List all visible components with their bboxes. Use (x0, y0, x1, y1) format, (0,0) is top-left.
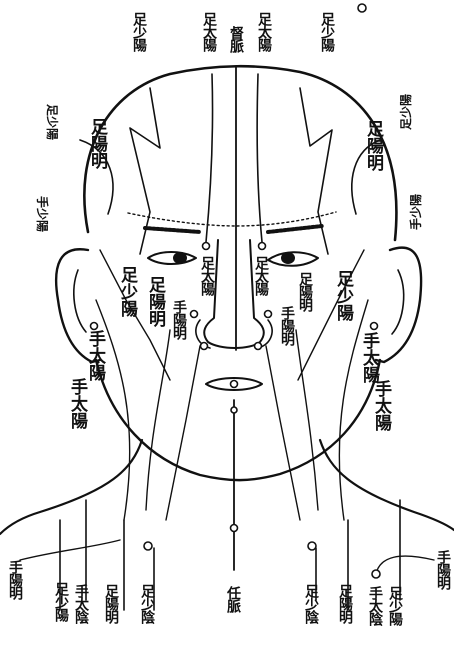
label-bottom-left-shaoyang: 足少陽 (54, 582, 68, 621)
left-eye (148, 252, 196, 264)
label-bottom-right-shaoyang: 足少陽 (388, 586, 402, 625)
label-nose-right-taiyang: 足太陽 (254, 256, 268, 295)
label-bottom-left-yangming: 足陽明 (104, 584, 118, 623)
label-right-temple-yangming: 足陽明 (364, 120, 381, 171)
label-top-right-taiyang: 足太陽 (257, 12, 271, 51)
label-bottom-left-shaoyin: 足少陰 (140, 584, 154, 623)
left-neck (0, 440, 142, 534)
label-bottom-right-yangming: 足陽明 (338, 584, 352, 623)
right-ear (376, 248, 421, 362)
label-cheek-left-shaoyang: 足少陽 (118, 266, 135, 317)
label-nose-left-taiyang: 足太陽 (200, 256, 214, 295)
label-bottom-left-shou-taiyin: 手太陰 (74, 584, 88, 623)
label-cheek-left-yangming: 足陽明 (146, 276, 163, 327)
label-left-side-shaoyang: 足少陽 (46, 104, 58, 140)
right-eyebrow (268, 226, 322, 232)
label-top-left-taiyang: 足太陽 (202, 12, 216, 51)
label-top-right-shaoyang: 足少陽 (320, 12, 334, 51)
label-jaw-right-shou-taiyang: 手太陽 (372, 380, 389, 431)
label-cheek-right-yangming: 足陽明 (298, 272, 312, 311)
label-bottom-right-shou-taiyin: 手太陰 (368, 586, 382, 625)
label-top-dumai: 督脈 (229, 26, 243, 52)
left-eyebrow (145, 228, 200, 232)
label-bottom-left-shou-yangming: 手陽明 (8, 560, 22, 599)
label-jaw-left-shou-taiyang: 手太陽 (68, 378, 85, 429)
head-outline (84, 66, 396, 240)
label-right-side-shaoyang: 足少陽 (400, 94, 412, 130)
label-top-left-shaoyang: 足少陽 (132, 12, 146, 51)
label-bottom-right-shou-yangming: 手陽明 (436, 550, 450, 589)
label-bottom-right-shaoyin: 足少陰 (304, 584, 318, 623)
label-left-side-shou-shaoyang: 手少陽 (36, 196, 48, 232)
label-cheek-right-shaoyang: 足少陽 (334, 270, 351, 321)
label-left-temple-yangming: 足陽明 (88, 118, 105, 169)
label-ear-left-shou-taiyang: 手太陽 (86, 330, 103, 381)
label-bottom-renmai: 任脈 (226, 586, 240, 612)
label-cheek-left-shou-yangming: 手陽明 (172, 300, 186, 339)
label-cheek-right-shou-yangming: 手陽明 (280, 306, 294, 345)
label-ear-right-shou-taiyang: 手太陽 (360, 332, 377, 383)
label-right-side-shou-shaoyang: 手少陽 (410, 194, 422, 230)
